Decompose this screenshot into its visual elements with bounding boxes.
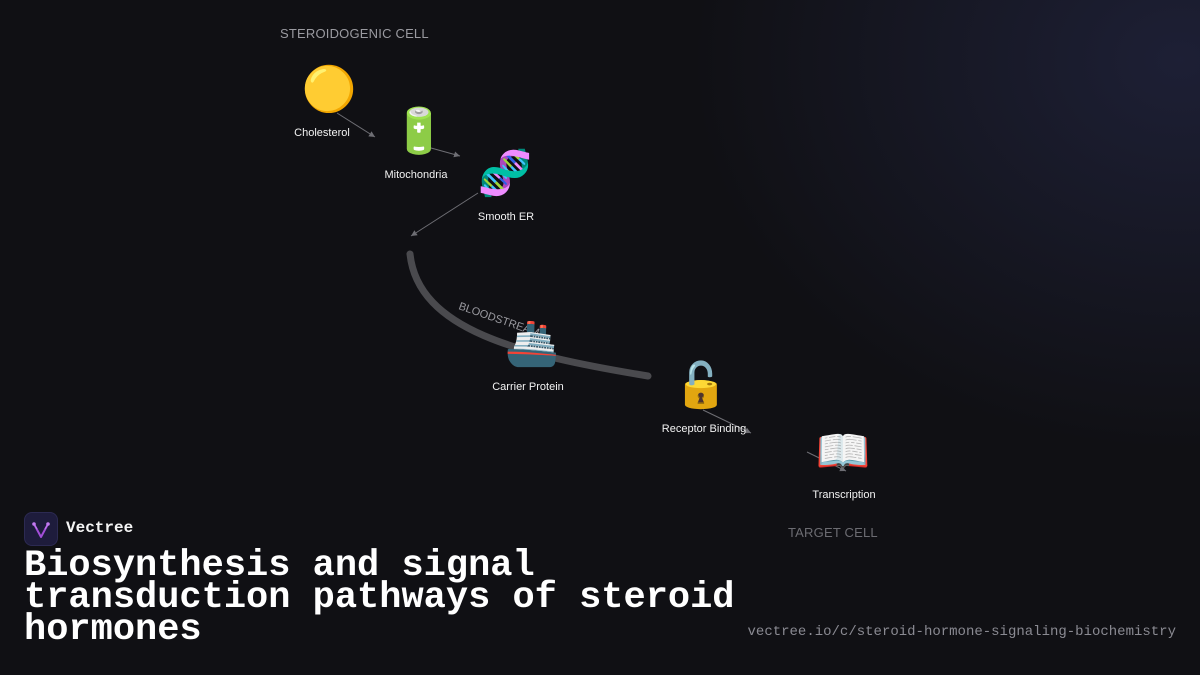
node-label-mitochondria: Mitochondria: [384, 169, 448, 181]
open-book-icon: 📖: [815, 426, 871, 477]
dna-icon: 🧬: [477, 148, 533, 199]
node-label-cholesterol: Cholesterol: [294, 127, 350, 139]
steroidogenic-cell-label: STEROIDOGENIC CELL: [280, 26, 429, 41]
node-label-carrier-protein: Carrier Protein: [492, 381, 564, 393]
battery-icon: 🔋: [391, 106, 447, 157]
arrow-mitochondria-to-smooth-er: [430, 147, 461, 158]
yellow-circle-icon: 🟡: [301, 64, 357, 115]
node-label-smooth-er: Smooth ER: [477, 211, 535, 223]
arrow-into-transcription: [806, 451, 847, 472]
node-label-transcription: Transcription: [812, 489, 876, 501]
arrow-smooth-er-to-bloodstream: [410, 192, 479, 237]
brand-name: Vectree: [66, 519, 134, 537]
page-title: Biosynthesis and signal transduction pat…: [24, 545, 735, 651]
vectree-logo-icon: [24, 512, 58, 546]
unlocked-lock-icon: 🔓: [673, 360, 729, 411]
arrow-receptor-to-transcription: [702, 409, 752, 434]
arrow-cholesterol-to-mitochondria: [336, 112, 376, 138]
target-cell-label: TARGET CELL: [788, 525, 878, 540]
source-url: vectree.io/c/steroid-hormone-signaling-b…: [747, 624, 1176, 640]
ship-icon: 🚢: [504, 318, 560, 369]
node-label-receptor-binding: Receptor Binding: [661, 423, 747, 435]
bloodstream-path: [406, 250, 652, 380]
